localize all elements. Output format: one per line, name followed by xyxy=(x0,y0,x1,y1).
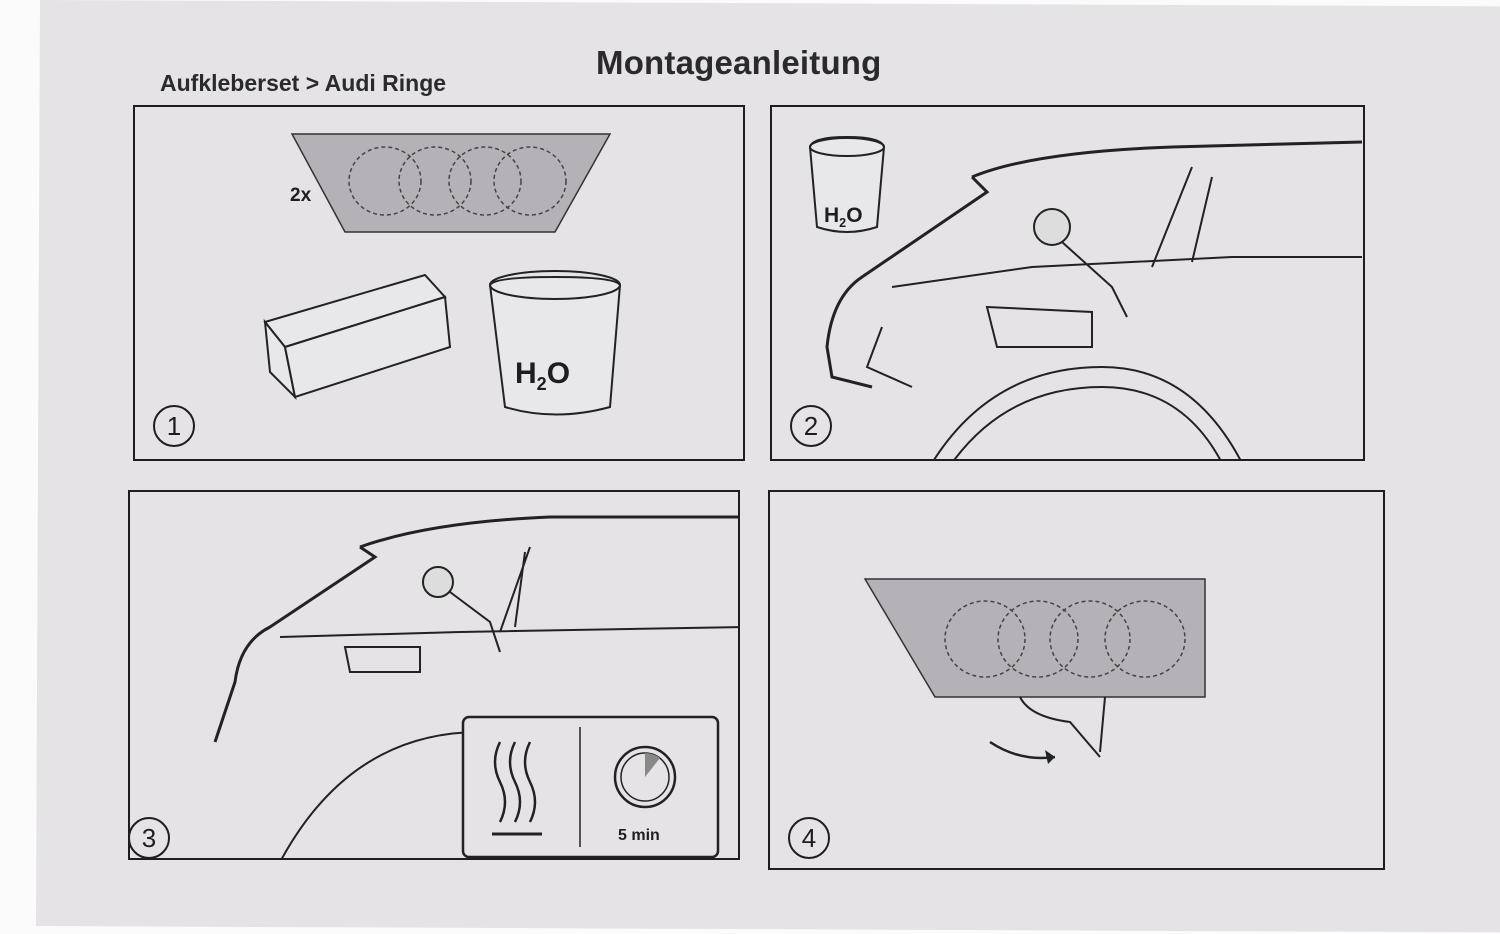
step-number: 1 xyxy=(153,405,195,447)
step-number: 2 xyxy=(790,405,832,447)
step-3-panel: 5 min 3 xyxy=(128,490,740,860)
step-number: 4 xyxy=(788,817,830,859)
water-label: H2O xyxy=(515,357,570,395)
page-title: Montageanleitung xyxy=(596,44,882,81)
sticker-application-illustration xyxy=(863,578,1206,764)
step-2-panel: H2O 2 xyxy=(770,105,1365,461)
water-o: O xyxy=(846,204,863,227)
water-sub: 2 xyxy=(536,374,547,394)
step-4-panel: 4 xyxy=(768,490,1385,870)
step-1-panel: 2x H2O 1 xyxy=(133,105,745,461)
water-sub: 2 xyxy=(839,216,847,231)
water-label: H2O xyxy=(824,204,863,230)
time-label: 5 min xyxy=(618,827,660,844)
car-drying-illustration xyxy=(213,515,738,858)
water-o: O xyxy=(546,357,571,390)
water-h: H xyxy=(824,204,840,227)
sticker-sponge-bucket-illustration xyxy=(263,133,622,416)
car-cleaning-illustration xyxy=(808,135,1363,459)
water-h: H xyxy=(515,357,537,390)
page-subtitle: Aufkleberset > Audi Ringe xyxy=(160,70,447,96)
step-number: 3 xyxy=(130,817,170,858)
quantity-label: 2x xyxy=(290,185,312,206)
